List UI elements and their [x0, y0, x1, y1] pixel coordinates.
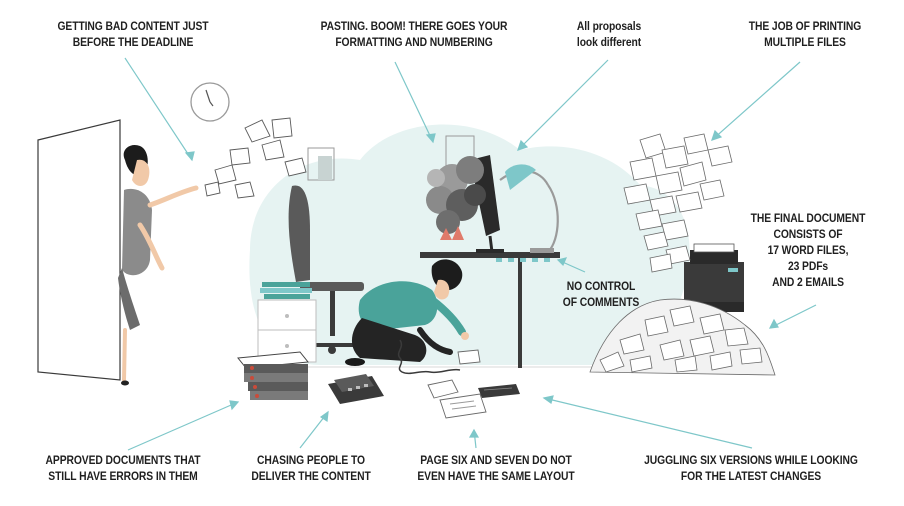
phone-cord: [397, 339, 461, 375]
desk: [420, 252, 560, 368]
clock-icon: [190, 82, 230, 122]
flying-papers: [204, 117, 307, 199]
woman-figure: [118, 144, 199, 386]
label-juggling: JUGGLING SIX VERSIONS WHILE LOOKING FOR …: [644, 453, 858, 483]
label-pasting: PASTING. BOOM! THERE GOES YOUR FORMATTIN…: [320, 19, 508, 49]
label-proposals: All proposals look different: [576, 19, 642, 49]
desk-lamp: [499, 164, 559, 253]
paper-pile: [589, 298, 776, 376]
man-figure: [345, 259, 469, 366]
label-bad-content: GETTING BAD CONTENT JUST BEFORE THE DEAD…: [57, 19, 209, 49]
label-chasing: CHASING PEOPLE TO DELIVER THE CONTENT: [251, 453, 371, 483]
label-page-six: PAGE SIX AND SEVEN DO NOT EVEN HAVE THE …: [417, 453, 575, 483]
label-approved: APPROVED DOCUMENTS THAT STILL HAVE ERROR…: [45, 453, 201, 483]
door: [37, 119, 121, 381]
side-cabinet: [257, 282, 317, 363]
label-no-control: NO CONTROL OF COMMENTS: [562, 279, 640, 309]
paper-stream: [623, 133, 733, 273]
floor-papers: [427, 349, 487, 419]
label-final-document: THE FINAL DOCUMENT CONSISTS OF 17 WORD F…: [750, 211, 866, 289]
smoke-cloud: [426, 156, 486, 240]
label-printing: THE JOB OF PRINTING MULTIPLE FILES: [748, 19, 862, 49]
binders-stack: [237, 351, 309, 400]
floor-keyboard: [478, 384, 520, 398]
desk-phone: [328, 374, 384, 404]
pointer-lines: [124, 57, 817, 451]
status-leds: [496, 258, 550, 262]
